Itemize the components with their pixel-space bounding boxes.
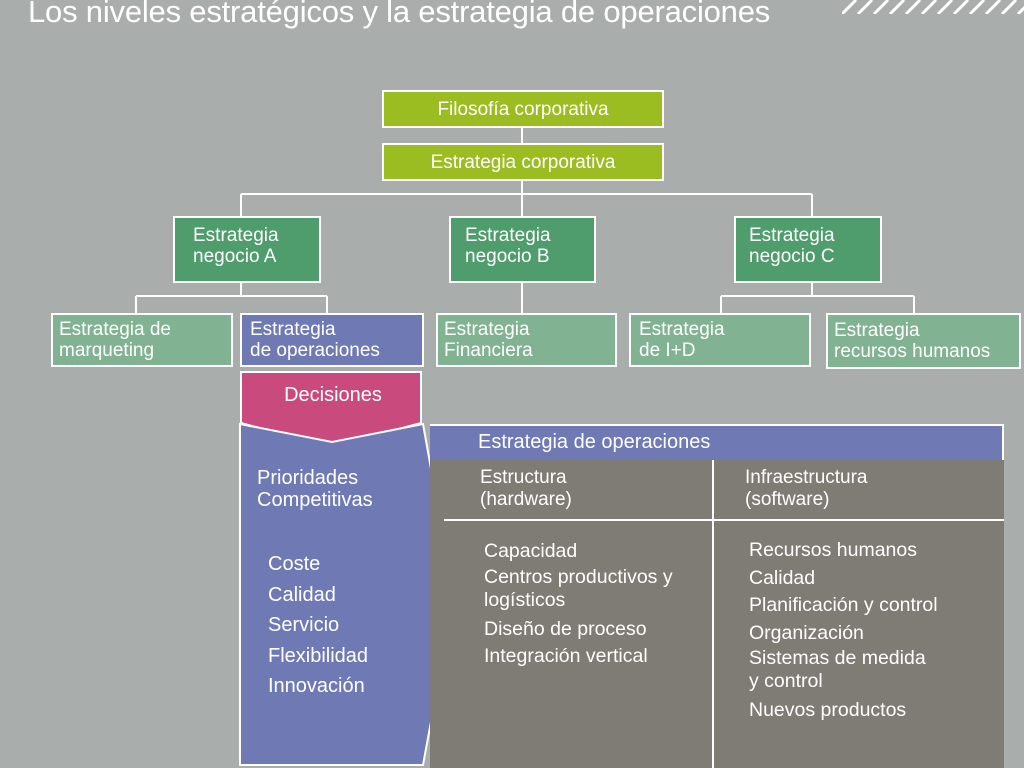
decorative-stripes: [842, 0, 1024, 14]
list-item: Calidad: [268, 583, 336, 606]
box-estrategia-corporativa: Estrategia corporativa: [382, 143, 664, 181]
list-item: Innovación: [268, 675, 365, 697]
list-item: Servicio: [268, 614, 340, 636]
recursos-line1: Estrategia: [834, 320, 920, 341]
box-negocio-a: Estrategia negocio A: [173, 216, 321, 283]
list-item: y control: [749, 670, 823, 692]
box-filosofia-corporativa: Filosofía corporativa: [382, 90, 664, 128]
negocio-b-line1: Estrategia: [465, 225, 551, 246]
filosofia-label: Filosofía corporativa: [437, 98, 609, 120]
negocio-c-line2: negocio C: [749, 246, 835, 267]
list-item: Organización: [749, 621, 864, 644]
negocio-c-line1: Estrategia: [749, 225, 835, 246]
i-d-line1: Estrategia: [639, 319, 725, 340]
list-item: Centros productivos y: [484, 565, 673, 588]
negocio-a-line2: negocio A: [193, 246, 277, 267]
financiera-line1: Estrategia: [444, 319, 530, 340]
list-item: Flexibilidad: [268, 644, 369, 667]
infraestructura-line2: (software): [745, 489, 830, 510]
column-divider: [712, 460, 714, 768]
estructura-line1: Estructura: [480, 467, 567, 488]
estructura-list: Capacidad Centros productivos y logístic…: [484, 538, 673, 671]
negocio-b-line2: negocio B: [465, 246, 550, 267]
box-financiera: Estrategia Financiera: [436, 313, 617, 367]
row-divider: [444, 519, 1004, 521]
decisiones-label: Decisiones: [284, 384, 382, 406]
page-title: Los niveles estratégicos y la estrategia…: [28, 0, 771, 29]
list-item: Coste: [268, 553, 321, 575]
list-item: Planificación y control: [749, 594, 938, 616]
recursos-line2: recursos humanos: [834, 341, 991, 362]
list-item: Nuevos productos: [749, 699, 907, 721]
operaciones-line2: de operaciones: [250, 340, 380, 361]
marqueting-line2: marqueting: [59, 340, 155, 361]
estructura-line2: (hardware): [480, 489, 572, 510]
box-recursos-humanos: Estrategia recursos humanos: [826, 313, 1021, 369]
list-item: Recursos humanos: [749, 539, 917, 561]
negocio-a-line1: Estrategia: [193, 225, 279, 246]
box-i-d: Estrategia de I+D: [629, 313, 811, 367]
operaciones-line1: Estrategia: [250, 319, 336, 340]
box-operaciones: Estrategia de operaciones: [240, 313, 424, 367]
list-item: Sistemas de medida: [749, 647, 926, 669]
prioridades-title: Prioridades Competitivas: [257, 467, 373, 511]
box-negocio-c: Estrategia negocio C: [734, 216, 882, 283]
box-negocio-b: Estrategia negocio B: [449, 216, 596, 283]
list-item: Diseño de proceso: [484, 617, 647, 640]
prioridades-line2: Competitivas: [257, 489, 373, 511]
marqueting-line1: Estrategia de: [59, 319, 171, 340]
infraestructura-line1: Infraestructura: [745, 467, 868, 488]
operaciones-table: [430, 460, 1004, 768]
list-item: Capacidad: [484, 540, 578, 562]
list-item: Integración vertical: [484, 645, 648, 667]
financiera-line2: Financiera: [444, 340, 533, 361]
i-d-line2: de I+D: [639, 340, 696, 361]
infraestructura-list: Recursos humanos Calidad Planificación y…: [749, 537, 938, 725]
prioridades-line1: Prioridades: [257, 467, 359, 489]
list-item: Calidad: [749, 566, 816, 589]
prioridades-list: Coste Calidad Servicio Flexibilidad Inno…: [268, 549, 368, 702]
box-marqueting: Estrategia de marqueting: [51, 313, 233, 367]
corporativa-label: Estrategia corporativa: [430, 151, 616, 173]
operaciones-header: Estrategia de operaciones: [430, 424, 1004, 460]
infraestructura-heading: Infraestructura (software): [745, 467, 868, 511]
list-item: logísticos: [484, 588, 566, 611]
estructura-heading: Estructura (hardware): [480, 467, 572, 511]
